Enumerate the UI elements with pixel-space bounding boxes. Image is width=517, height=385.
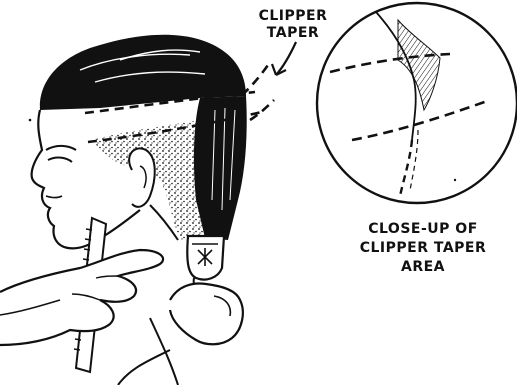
clipper-icon bbox=[187, 236, 224, 290]
eye bbox=[48, 158, 72, 162]
arm bbox=[150, 318, 178, 385]
hand-icon bbox=[170, 284, 243, 345]
closeup-line-1: CLOSE-UP OF bbox=[338, 220, 508, 239]
closeup-line-3: AREA bbox=[338, 258, 508, 277]
closeup-line-2: CLIPPER TAPER bbox=[338, 239, 508, 258]
closeup-caption: CLOSE-UP OF CLIPPER TAPER AREA bbox=[338, 220, 508, 277]
ear bbox=[129, 148, 155, 206]
closeup-circle bbox=[317, 3, 517, 203]
hand-icon bbox=[0, 250, 163, 345]
face-outline bbox=[32, 110, 140, 248]
clipper-taper-label: CLIPPER TAPER bbox=[248, 8, 338, 42]
mouth bbox=[46, 196, 62, 198]
eyebrow bbox=[46, 146, 76, 150]
clipper-taper-line-2: TAPER bbox=[248, 25, 338, 42]
clipper-taper-line-1: CLIPPER bbox=[248, 8, 338, 25]
